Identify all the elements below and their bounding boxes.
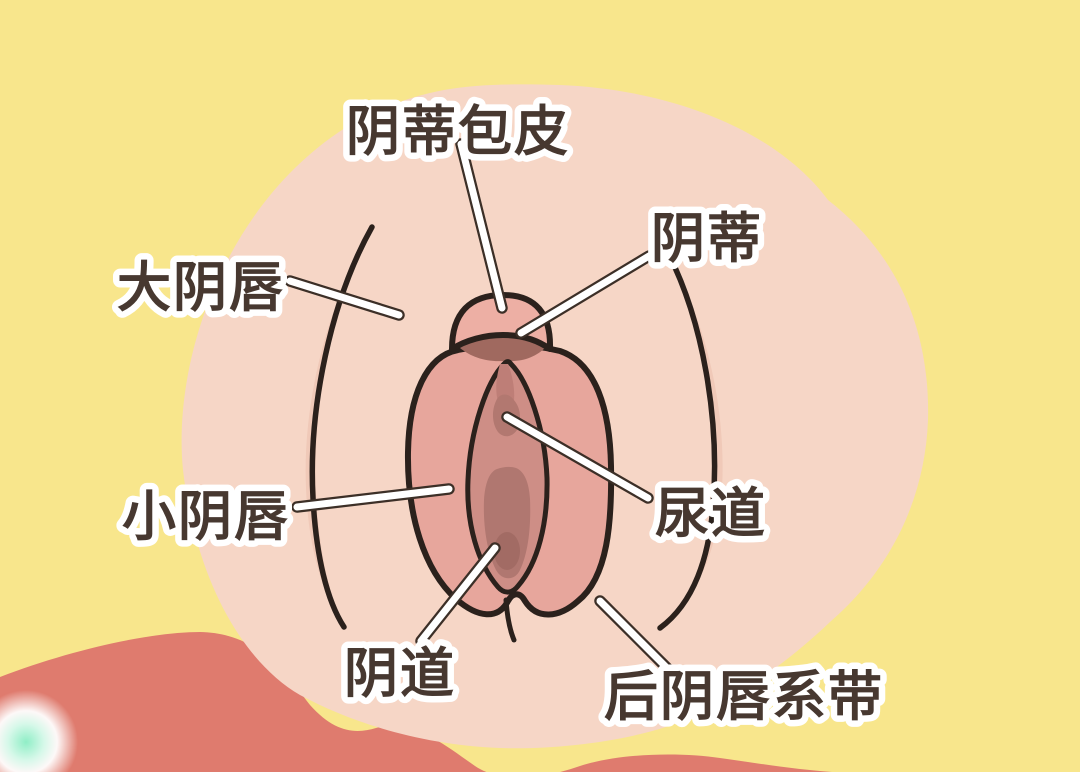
- label-vagina: 阴道: [344, 642, 456, 705]
- label-posterior-fourchette: 后阴唇系带: [604, 665, 884, 728]
- label-labia-minora: 小阴唇: [122, 485, 290, 548]
- pointer-line-labia-minora: [291, 483, 455, 513]
- left-labia-majora-fold-line: [309, 224, 375, 630]
- label-clitoral-hood: 阴蒂包皮: [346, 100, 570, 163]
- vaginal-opening-deep-shape: [494, 532, 520, 570]
- pointer-line-clitoris: [515, 250, 655, 339]
- label-clitoris: 阴蒂: [651, 207, 763, 270]
- mint-glow-dot: [0, 690, 78, 772]
- label-labia-majora: 大阴唇: [117, 256, 285, 319]
- pointer-line-urethra: [501, 411, 654, 504]
- pointer-line-clitoral-hood: [455, 138, 508, 314]
- pointer-line-posterior-fourchette: [594, 595, 674, 675]
- pointer-line-vagina: [415, 542, 501, 647]
- clitoris-glans-shape: [460, 337, 545, 362]
- label-urethra: 尿道: [655, 482, 767, 545]
- right-labia-majora-fold-line: [657, 248, 718, 631]
- coral-wave-shape: [0, 632, 832, 772]
- fourchette-seam-line: [503, 597, 517, 643]
- pointer-line-labia-majora: [284, 275, 405, 321]
